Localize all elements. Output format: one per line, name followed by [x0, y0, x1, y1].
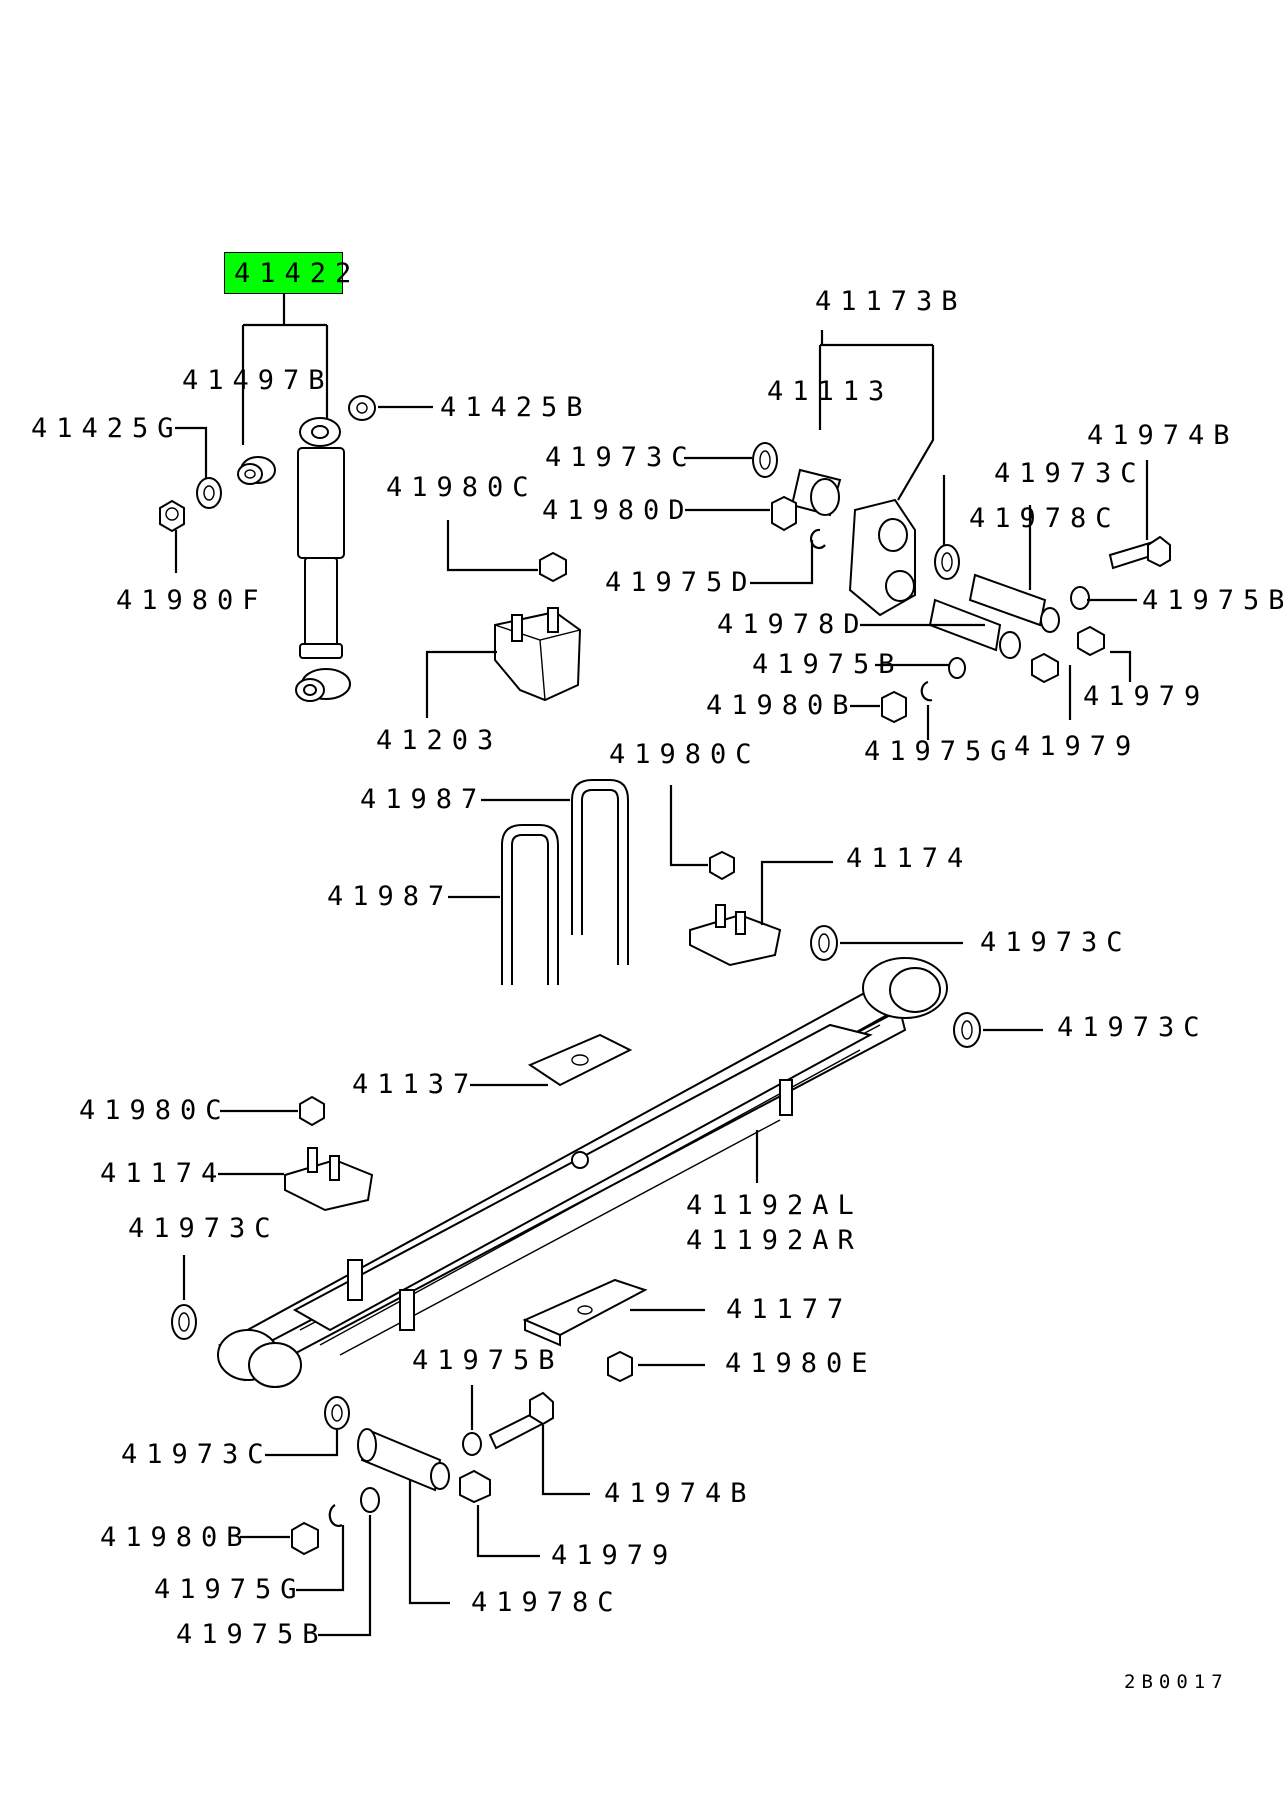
part-label-41979-c[interactable]: 41979 — [551, 1540, 678, 1571]
part-label-41173B[interactable]: 41173B — [815, 286, 967, 317]
part-label-41497B[interactable]: 41497B — [182, 365, 334, 396]
part-label-41980D[interactable]: 41980D — [542, 495, 694, 526]
part-label-41978D[interactable]: 41978D — [717, 609, 869, 640]
part-label-41975B-c[interactable]: 41975B — [412, 1345, 564, 1376]
part-label-41174-a[interactable]: 41174 — [846, 843, 973, 874]
part-label-41978C-a[interactable]: 41978C — [969, 503, 1121, 534]
part-label-41987-b[interactable]: 41987 — [327, 881, 454, 912]
part-label-41975B-d[interactable]: 41975B — [176, 1619, 328, 1650]
highlighted-part-box[interactable]: 41422 — [224, 252, 351, 294]
pad-group — [218, 785, 833, 1212]
part-label-41192AL[interactable]: 41192AL — [686, 1190, 863, 1221]
part-label-41980C-b[interactable]: 41980C — [609, 739, 761, 770]
part-label-41113[interactable]: 41113 — [767, 376, 894, 407]
part-label-41973C-c[interactable]: 41973C — [980, 927, 1132, 958]
part-label-41980B-b[interactable]: 41980B — [100, 1522, 252, 1553]
u-bolt-group — [448, 779, 629, 985]
part-label-41174-b[interactable]: 41174 — [100, 1158, 227, 1189]
part-label-41980C-c[interactable]: 41980C — [79, 1095, 231, 1126]
part-label-41973C-d[interactable]: 41973C — [1057, 1012, 1209, 1043]
part-label-41422[interactable]: 41422 — [234, 258, 361, 289]
part-label-41980C-a[interactable]: 41980C — [386, 472, 538, 503]
part-label-41973C-f[interactable]: 41973C — [121, 1439, 273, 1470]
part-label-41203[interactable]: 41203 — [376, 725, 503, 756]
part-label-41975B-a[interactable]: 41975B — [1142, 585, 1283, 616]
shackle-group — [684, 330, 1171, 740]
leaf-spring-group — [171, 925, 1043, 1388]
rear-eye-hardware-group — [240, 1385, 590, 1637]
part-label-41975G-b[interactable]: 41975G — [154, 1574, 306, 1605]
bump-stopper-group — [425, 520, 582, 718]
part-label-41973C-e[interactable]: 41973C — [128, 1213, 280, 1244]
shock-absorber-group — [159, 294, 433, 702]
part-label-41177[interactable]: 41177 — [726, 1294, 853, 1325]
part-label-41973C-b[interactable]: 41973C — [994, 458, 1146, 489]
part-label-41979-b[interactable]: 41979 — [1014, 731, 1141, 762]
part-label-41974B-b[interactable]: 41974B — [604, 1478, 756, 1509]
part-label-41192AR[interactable]: 41192AR — [686, 1225, 863, 1256]
part-label-41979-a[interactable]: 41979 — [1083, 681, 1210, 712]
part-label-41973C-a[interactable]: 41973C — [545, 442, 697, 473]
part-label-41980F[interactable]: 41980F — [116, 585, 268, 616]
part-label-41137[interactable]: 41137 — [352, 1069, 479, 1100]
part-label-41975B-b[interactable]: 41975B — [752, 649, 904, 680]
diagram-reference-code: 2B0017 — [1124, 1671, 1229, 1693]
part-label-41975D[interactable]: 41975D — [605, 567, 757, 598]
part-label-41974B-a[interactable]: 41974B — [1087, 420, 1239, 451]
part-label-41980E[interactable]: 41980E — [725, 1348, 877, 1379]
part-label-41975G-a[interactable]: 41975G — [864, 736, 1016, 767]
part-label-41425B[interactable]: 41425B — [440, 392, 592, 423]
part-label-41987-a[interactable]: 41987 — [360, 784, 487, 815]
part-label-41425G[interactable]: 41425G — [31, 413, 183, 444]
part-label-41978C-b[interactable]: 41978C — [471, 1587, 623, 1618]
part-label-41980B-a[interactable]: 41980B — [706, 690, 858, 721]
